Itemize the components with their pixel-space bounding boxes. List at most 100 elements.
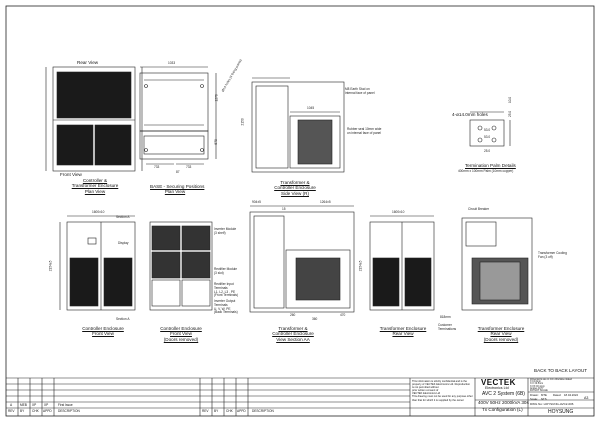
termination-palm-drawing	[469, 111, 511, 147]
base-plan-title-line1: BASE - Securing Positions	[150, 184, 205, 189]
legal-line-2: property of VECTEK Electronics Ltd. Repr…	[412, 383, 471, 387]
tolerance-block: Dimensions are in mm otherwise stated X …	[530, 378, 572, 392]
base-plan-title: BASE - Securing Positions Plan View	[150, 184, 205, 195]
controller-doors-title: Controller Enclosure Front View (Doors r…	[156, 326, 206, 342]
sheet-size: A3	[584, 396, 589, 400]
company-name: VECTEK	[481, 378, 516, 387]
tol-line-4: X.XX ±0.1mm	[530, 384, 545, 388]
plan-view-drawing	[45, 66, 143, 172]
note-circuit-breaker: Circuit Breaker	[468, 207, 490, 211]
section-a-bottom: Section A	[116, 317, 130, 321]
dim-15: 15	[282, 207, 286, 211]
legal-line-5: VECTEK Electronics Ltd	[412, 392, 441, 396]
col-appd-2: APPD	[237, 409, 246, 413]
col-rev-1: REV	[8, 409, 15, 413]
tx-rear-doors-title-line1: Transformer Enclosure	[477, 326, 525, 331]
note-customer-line1: Customer	[438, 323, 452, 327]
note-rect-input-line1: Rectifier Input	[214, 282, 234, 286]
section-a-top: Section A	[116, 215, 130, 219]
note-rubber-line2: on internal face of panel	[347, 130, 382, 135]
note-tx-fan-line2: Fan (3 off)	[538, 254, 553, 259]
rev-chk: XP	[32, 403, 37, 407]
section-aa-drawing	[249, 205, 355, 313]
sheet-border	[5, 5, 595, 417]
note-m8-earth: M8 Earth Stud on internal face of panel	[345, 87, 375, 96]
title-line-3: Tx Configuration (L)	[482, 407, 523, 412]
note-rect-input-line4: (Front Terminals)	[214, 293, 239, 298]
note-m8-line1: M8 Earth Stud on	[345, 87, 370, 91]
plan-view-title-line3: Plan View	[84, 188, 106, 194]
date-value: 18.04.2022	[564, 393, 578, 397]
dim-2150: 2150	[240, 118, 245, 126]
col-appd-1: APPD	[43, 409, 52, 413]
transformer-rear-drawing	[369, 215, 435, 311]
dim-1264: 1264±5	[320, 200, 331, 204]
note-inverter-line2: (3 shelf)	[214, 230, 226, 235]
plan-view-title-line2: Transformer Enclosure	[71, 183, 119, 189]
title-line-2: 400V 50Hz 2000kVA 30s	[478, 400, 529, 405]
dim-t25b: 25.0	[508, 110, 513, 118]
title-line-1: AVC 2 System (6B)	[482, 391, 525, 397]
note-tx-fan: Transformer Cooling Fan (3 off)	[538, 251, 567, 260]
tx-rear-doors-title-line2: Rear View	[490, 331, 512, 337]
note-inv-output-line2: Terminals	[214, 302, 228, 307]
back-to-back-label: BACK TO BACK LAYOUT	[534, 368, 588, 373]
termination-subtitle: 400mm x 100mm Palm (10mm copper)	[458, 169, 514, 173]
rear-view-label: Rear View	[77, 60, 99, 65]
dim-260: 260	[290, 313, 296, 317]
side-view-title-line2: Controller Enclosure	[274, 185, 316, 191]
col-chk-1: CHK	[32, 409, 39, 413]
plan-view-title-line1: Controller &	[82, 178, 108, 183]
note-818mm: 818mm	[440, 315, 451, 319]
controller-front-title-line2: Front View	[92, 331, 114, 337]
dim-holes: 4-ø14.0mm holes	[452, 112, 488, 117]
tx-rear-title-line1: Transformer Enclosure	[379, 326, 427, 331]
dim-t53: 53.0	[484, 128, 491, 132]
note-inv-output-line1: Inverter Output	[214, 299, 236, 303]
rev-a: A	[10, 403, 13, 407]
legal-text: This information is strictly confidentia…	[412, 380, 473, 402]
controller-front-title: Controller Enclosure Front View	[78, 326, 128, 337]
note-rubber-line1: Rubber seal 10mm wide	[347, 127, 382, 131]
note-m8-line2: internal face of panel	[345, 90, 375, 95]
dim-2154a: 2154±5	[48, 260, 53, 272]
controller-doors-title-line2: Front View	[170, 331, 192, 337]
partner-logo: HOYSUNG	[548, 409, 574, 415]
scale-value: NTS	[541, 397, 547, 401]
rev-appd: XP	[44, 403, 49, 407]
note-rectifier-line2: (3 slot)	[214, 270, 224, 275]
col-desc-2: DESCRIPTION	[252, 409, 274, 413]
col-by-2: BY	[214, 409, 219, 413]
dim-733b: 733	[186, 165, 192, 169]
note-inverter: Inverter Module (3 shelf)	[214, 227, 236, 236]
dim-360: 360	[312, 317, 318, 321]
dim-t53b: 53.0	[484, 135, 491, 139]
tx-rear-title: Transformer Enclosure Rear View	[378, 326, 428, 337]
front-view-label: Front View	[60, 172, 82, 177]
note-customer: Customer Terminations	[438, 323, 457, 332]
section-aa-title-line2: Controller Enclosure	[272, 331, 314, 337]
note-rect-input-line3: L1, L2, L3 , PE	[214, 289, 236, 294]
legal-line-1: This information is strictly confidentia…	[412, 380, 467, 383]
note-display: Display	[118, 241, 129, 245]
note-rect-input-line2: Terminals	[214, 285, 228, 290]
dim-87: 87	[176, 170, 180, 174]
col-rev-2: REV	[202, 409, 209, 413]
controller-doors-removed-drawing	[149, 221, 213, 311]
note-rectifier-line1: Rectifier Module	[214, 267, 238, 271]
section-aa-title-line3: View Section AA	[276, 336, 310, 342]
title-block-lines	[6, 377, 594, 416]
section-aa-title-line1: Transformer &	[278, 326, 308, 331]
tx-rear-title-line2: Rear View	[392, 331, 414, 337]
note-rectifier: Rectifier Module (3 slot)	[214, 267, 238, 276]
tx-rear-doors-title-line3: (Doors removed)	[483, 336, 519, 342]
side-view-title-line3: Side View (R)	[281, 190, 309, 196]
dim-2154b: 2154±5	[358, 260, 363, 272]
col-by-1: BY	[20, 409, 25, 413]
dim-t10: 10.0	[508, 96, 513, 104]
termination-title: Termination Palm Details	[465, 163, 516, 168]
col-chk-2: CHK	[226, 409, 233, 413]
note-customer-line2: Terminations	[438, 326, 457, 331]
scale-label: Scale:	[530, 397, 538, 401]
